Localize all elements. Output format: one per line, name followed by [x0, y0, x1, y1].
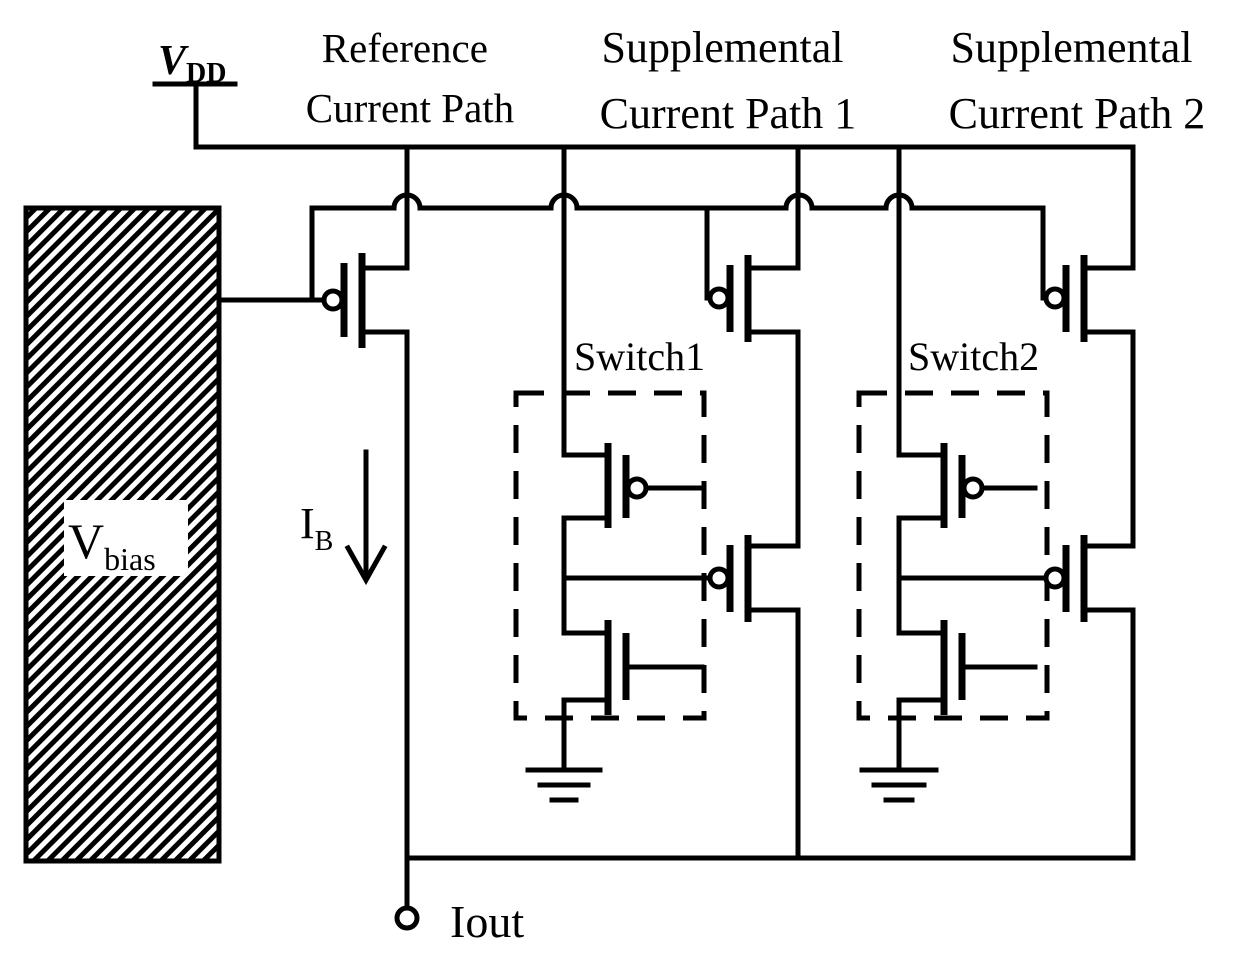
switch1-pmos [561, 443, 705, 528]
vbias-label: Vbias [68, 513, 156, 577]
iout-label: Iout [450, 896, 524, 947]
switch1-box [513, 390, 707, 721]
gate-bias-bus [309, 192, 1046, 211]
ground-2-icon [859, 767, 939, 803]
switch2-pmos [896, 443, 1038, 528]
switch2-box [856, 390, 1050, 721]
reference-path-label: Reference Current Path [306, 25, 514, 131]
supplemental-path-2-label: Supplemental Current Path 2 [949, 23, 1206, 138]
reference-pmos-transistor [216, 144, 410, 348]
current-arrow [344, 449, 388, 586]
supplemental-1-pmos-transistor [704, 144, 801, 342]
supplemental-path-1-label: Supplemental Current Path 1 [600, 23, 857, 138]
supplemental-2-series-pmos [1043, 329, 1136, 861]
ground-1-icon [525, 767, 603, 803]
ib-label: IB [300, 499, 333, 557]
output-terminal [394, 905, 420, 931]
supplemental-1-series-pmos [707, 329, 801, 861]
vdd-terminal [152, 81, 238, 150]
switch2-nmos [896, 515, 1038, 773]
switch1-nmos [561, 515, 705, 773]
vdd-label: VDD [158, 38, 226, 89]
switch2-label: Switch2 [908, 334, 1039, 379]
supplemental-2-pmos-transistor [1040, 144, 1136, 342]
switch1-label: Switch1 [574, 334, 705, 379]
